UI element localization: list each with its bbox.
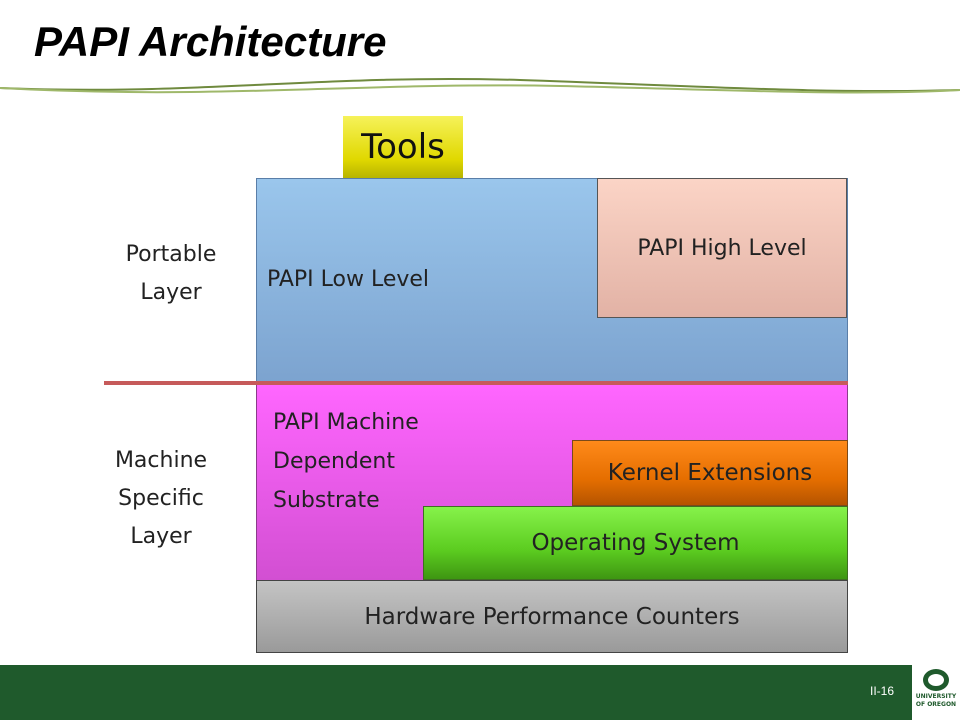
machine-dependent-line-1: PAPI Machine: [273, 410, 419, 435]
oregon-o-icon: [923, 669, 949, 691]
operating-system-box: Operating System: [423, 506, 848, 580]
layer-divider: [104, 381, 848, 385]
machine-dependent-line-3: Substrate: [273, 488, 380, 513]
papi-low-level-label: PAPI Low Level: [267, 267, 430, 292]
machine-specific-line-1: Machine: [114, 448, 208, 473]
papi-high-level-box: PAPI High Level: [597, 178, 847, 318]
slide-number: II-16: [870, 684, 895, 698]
kernel-extensions-box: Kernel Extensions: [572, 440, 848, 506]
logo-line-1: UNIVERSITY: [915, 693, 957, 700]
portable-layer-line-2: Layer: [140, 280, 202, 305]
university-logo: UNIVERSITY OF OREGON: [912, 665, 960, 720]
logo-line-2: OF OREGON: [915, 701, 957, 708]
slide-title: PAPI Architecture: [34, 18, 387, 65]
decorative-swoosh: [0, 77, 960, 94]
kernel-extensions-label: Kernel Extensions: [607, 460, 813, 486]
machine-dependent-line-2: Dependent: [273, 449, 395, 474]
machine-specific-line-2: Specific: [118, 486, 204, 511]
machine-specific-line-3: Layer: [130, 524, 192, 549]
machine-dependent-label: PAPI Machine Dependent Substrate: [273, 403, 419, 520]
logo-text: UNIVERSITY OF OREGON: [912, 693, 960, 709]
footer-bar: [0, 665, 912, 720]
operating-system-label: Operating System: [531, 530, 740, 556]
tools-label: Tools: [361, 127, 445, 167]
machine-specific-layer-label: Machine Specific Layer: [86, 442, 236, 556]
portable-layer-label: Portable Layer: [96, 236, 246, 312]
tools-box: Tools: [343, 116, 463, 178]
hardware-counters-box: Hardware Performance Counters: [256, 580, 848, 653]
papi-high-level-label: PAPI High Level: [637, 235, 807, 261]
hardware-counters-label: Hardware Performance Counters: [364, 603, 740, 630]
portable-layer-line-1: Portable: [125, 242, 217, 267]
